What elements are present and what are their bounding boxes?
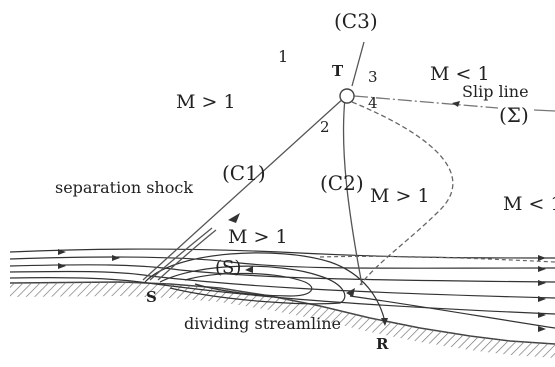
arrow-marker [538, 312, 546, 318]
streamline [9, 270, 555, 299]
streamline [9, 248, 555, 259]
separation-bubble [144, 252, 386, 323]
label-c1: (C1) [222, 161, 266, 185]
triple-point-circle [339, 88, 355, 104]
dividing-streamline-curve [144, 252, 386, 323]
arrow-marker [228, 213, 240, 223]
recirculation-streamline [159, 265, 346, 305]
arrow-marker [112, 255, 120, 261]
label-sigma: (Σ) [499, 103, 529, 127]
shock-c3-line [351, 41, 365, 87]
streamline [9, 264, 555, 283]
label-triple-point: T [332, 62, 344, 80]
arrow-marker [245, 266, 253, 273]
label-mach-supersonic-lower: M > 1 [228, 226, 288, 248]
label-mach-supersonic-upper: M > 1 [176, 91, 236, 113]
streamline [349, 295, 555, 329]
label-slip-line: Slip line [462, 82, 529, 101]
label-separation-bubble: (S) [215, 257, 241, 278]
recirculation-streamline [184, 272, 313, 297]
streamline [9, 277, 555, 315]
compression-fan [149, 227, 213, 281]
label-separation-point: S [146, 288, 157, 306]
arrow-marker [381, 318, 388, 326]
wall-hatching [10, 282, 555, 358]
arrow-marker [538, 296, 546, 302]
label-reattachment-point: R [376, 335, 389, 353]
shock-c1-line [142, 96, 346, 281]
label-mach-supersonic-mid: M > 1 [370, 185, 430, 207]
slip-line-extension [533, 109, 555, 112]
slip-line [353, 95, 499, 109]
label-region-1: 1 [278, 47, 288, 66]
label-c2: (C2) [320, 171, 364, 195]
arrow-marker [58, 249, 66, 255]
arrow-marker [346, 288, 355, 297]
shock-c2-line [342, 97, 363, 286]
arrow-marker [538, 280, 546, 286]
arrow-marker [452, 101, 460, 107]
arrows [58, 101, 546, 332]
label-mach-subsonic-upper: M < 1 [430, 63, 490, 85]
streamline [9, 256, 555, 269]
label-separation-shock: separation shock [55, 178, 193, 197]
label-dividing-streamline: dividing streamline [184, 314, 341, 333]
streamlines [9, 248, 555, 329]
label-region-3: 3 [368, 68, 378, 86]
compression-fan [157, 229, 217, 281]
label-region-4: 4 [368, 94, 378, 112]
arrow-marker [538, 326, 546, 332]
label-c3: (C3) [334, 9, 378, 33]
boundary-layer-sonic-line [319, 255, 555, 263]
arrow-marker [538, 255, 546, 261]
label-mach-subsonic-right: M < 1 [503, 193, 555, 215]
sonic-line [351, 101, 454, 286]
arrow-marker [538, 266, 546, 272]
arrow-marker [58, 263, 66, 269]
separation-shock [142, 96, 346, 281]
label-region-2: 2 [320, 118, 330, 136]
